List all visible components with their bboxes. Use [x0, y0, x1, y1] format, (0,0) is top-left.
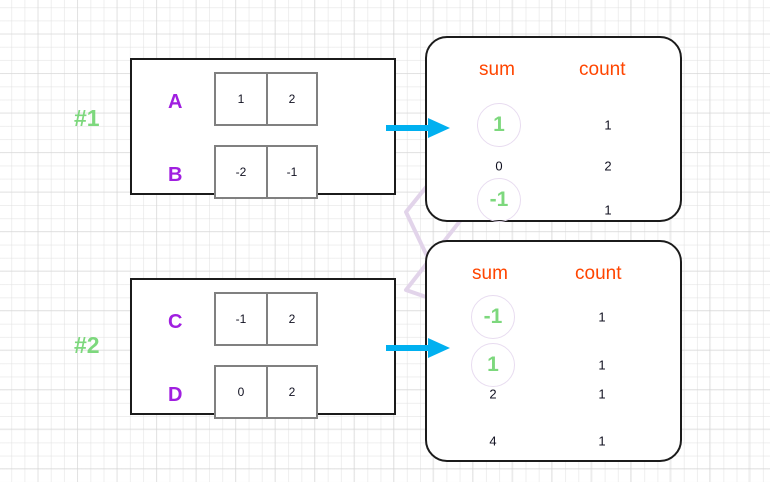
table-1-count-row-0: 1: [604, 117, 612, 133]
table-1-sum-row-0: 1: [477, 103, 521, 147]
cell-b-0: -2: [235, 165, 247, 179]
table-2-count-row-3: 1: [598, 433, 606, 449]
value-pair-b: -2 -1: [214, 145, 318, 199]
column-header-count-1: count: [579, 59, 626, 80]
group-label-1: #1: [74, 105, 100, 131]
table-1-count-row-2: 1: [604, 202, 612, 218]
table-2-sum-row-3: 4: [489, 433, 497, 449]
cell-b-1: -1: [266, 147, 316, 197]
table-1-count-row-1: 2: [604, 158, 612, 174]
table-2-count-row-2: 1: [598, 386, 606, 402]
result-card-1: sum count 1 1 0 2 -1 1: [425, 36, 682, 222]
column-header-sum-2: sum: [472, 263, 508, 284]
cell-d-1: 2: [266, 367, 316, 417]
table-2-count-row-1: 1: [598, 357, 606, 373]
table-1-sum-row-1: 0: [495, 158, 503, 174]
cell-a-1: 2: [266, 74, 316, 124]
table-2-sum-row-1: 1: [471, 343, 515, 387]
group-label-2: #2: [74, 332, 100, 358]
table-2-sum-row-2: 2: [489, 386, 497, 402]
column-header-count-2: count: [575, 263, 622, 284]
column-header-sum-1: sum: [479, 59, 515, 80]
result-card-2: sum count -1 1 1 1 2 1 4 1: [425, 240, 682, 462]
row-label-d: D: [168, 384, 183, 406]
group-panel-2: C -1 2 D 0 2: [130, 278, 396, 419]
cell-c-0: -1: [235, 312, 247, 326]
cell-d-0: 0: [237, 385, 245, 399]
value-pair-d: 0 2: [214, 365, 318, 419]
value-pair-c: -1 2: [214, 292, 318, 346]
table-2-sum-row-0: -1: [471, 295, 515, 339]
cell-a-0: 1: [237, 92, 245, 106]
cell-c-1: 2: [266, 294, 316, 344]
row-label-a: A: [168, 91, 183, 113]
table-2-count-row-0: 1: [598, 309, 606, 325]
value-pair-a: 1 2: [214, 72, 318, 126]
table-1-sum-row-2: -1: [477, 178, 521, 222]
row-label-c: C: [168, 311, 183, 333]
group-panel-1: A 1 2 B -2 -1: [130, 58, 396, 199]
row-label-b: B: [168, 164, 183, 186]
